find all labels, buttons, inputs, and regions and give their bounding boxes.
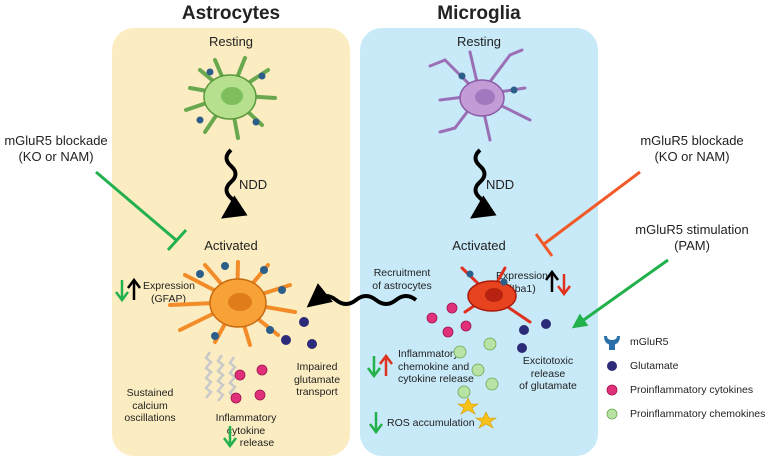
legend-cytokine-icon — [606, 384, 618, 396]
micro-chemokine-molecules — [453, 337, 499, 399]
astrocytes-title: Astrocytes — [181, 3, 281, 24]
micro-ros-arrow — [369, 412, 383, 435]
astro-cytokine-molecules — [230, 364, 268, 404]
astro-resting-label: Resting — [208, 34, 254, 49]
micro-ros-label: ROS accumulation — [387, 417, 475, 429]
left-blockade-label: mGluR5 blockade(KO or NAM) — [4, 133, 108, 164]
ros-star-icon — [457, 397, 497, 429]
stimulation-arrow — [571, 258, 669, 329]
micro-expression-arrows — [545, 269, 571, 297]
micro-ndd-label: NDD — [486, 177, 515, 192]
micro-glutamate-molecules — [517, 319, 551, 353]
legend-chemokines-label: Proinflammatory chemokines — [630, 408, 766, 420]
micro-chemokine-arrows — [367, 353, 393, 379]
right-blockade-label: mGluR5 blockade(KO or NAM) — [640, 133, 744, 164]
legend-chemokine-icon — [606, 408, 618, 420]
micro-cytokine-molecules — [426, 302, 472, 338]
resting-astrocyte-cell — [184, 56, 277, 140]
resting-microglia-cell — [428, 48, 532, 142]
activated-microglia-cell — [460, 266, 532, 324]
microglia-title: Microglia — [437, 3, 521, 24]
astro-expression-label: Expression (GFAP) — [143, 280, 195, 305]
astro-cytokine-arrow — [223, 426, 237, 449]
micro-resting-label: Resting — [456, 34, 502, 49]
right-blockade-inhibitor — [534, 170, 641, 257]
legend-mglur5-icon — [604, 336, 620, 350]
recruitment-arrow — [306, 283, 418, 308]
micro-ndd-arrow — [470, 148, 497, 219]
activated-astrocyte-cell — [168, 260, 297, 347]
astro-activated-label: Activated — [204, 238, 258, 253]
calcium-oscillation-icon — [204, 351, 237, 402]
legend-glutamate-icon — [607, 361, 617, 371]
left-blockade-inhibitor — [95, 170, 188, 252]
astro-glutamate-molecules — [281, 317, 317, 349]
astro-expression-arrows — [115, 277, 141, 303]
micro-activated-label: Activated — [452, 238, 506, 253]
legend-cytokines-label: Proinflammatory cytokines — [630, 384, 754, 396]
astro-ndd-arrow — [221, 148, 248, 219]
legend-glutamate-label: Glutamate — [630, 360, 679, 372]
stimulation-label: mGluR5 stimulation(PAM) — [635, 222, 749, 253]
legend-mglur5-label: mGluR5 — [630, 336, 669, 348]
astro-ndd-label: NDD — [239, 177, 268, 192]
